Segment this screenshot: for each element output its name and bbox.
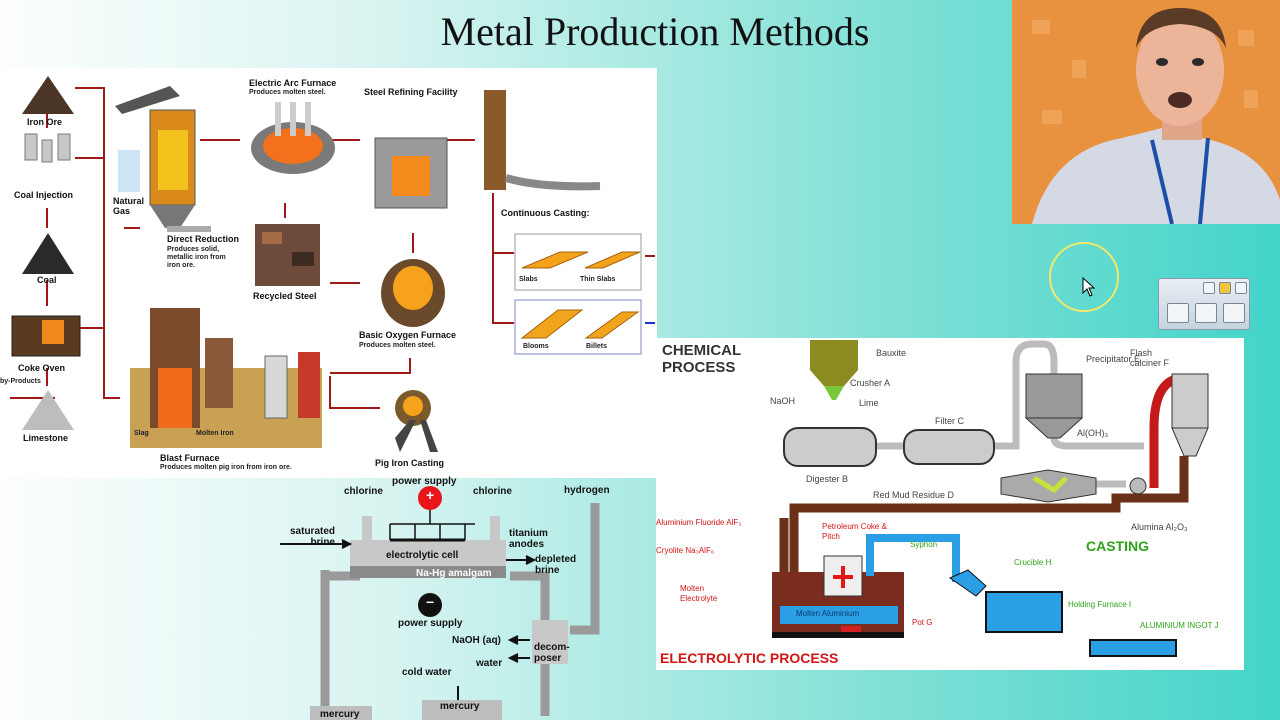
label-molten-aluminium: Molten Aluminium	[796, 609, 860, 618]
label-water: water	[476, 658, 503, 669]
minus-sign: −	[426, 594, 435, 610]
label-by-products: by-Products	[0, 378, 41, 385]
label-naoh: NaOH (aq)	[452, 635, 501, 646]
toolbar-view3-icon[interactable]	[1223, 303, 1245, 323]
label-bof-desc: Produces molten steel.	[359, 342, 436, 349]
label-natural-gas: Natural Gas	[113, 196, 145, 216]
label-slag: Slag	[134, 430, 149, 437]
cell-diagram-graphics	[280, 486, 600, 720]
label-cold-water: cold water	[402, 667, 452, 678]
aluminium-production-diagram: CHEMICAL PROCESS Bauxite Crusher A NaOH …	[656, 338, 1244, 670]
label-red-mud: Red Mud Residue D	[873, 490, 955, 500]
label-holding-furnace: Holding Furnace I	[1068, 600, 1132, 609]
label-blast-furnace: Blast Furnace	[160, 453, 220, 463]
label-pig-iron-casting: Pig Iron Casting	[375, 458, 445, 468]
label-direct-reduction-desc: Produces solid, metallic iron from iron …	[167, 246, 226, 269]
label-crusher: Crusher A	[850, 378, 891, 388]
toolbar-view2-icon[interactable]	[1195, 303, 1217, 323]
steel-diagram-graphics	[10, 76, 655, 452]
toolbar-close-icon[interactable]	[1235, 282, 1247, 294]
label-decomposer: decom- poser	[534, 642, 570, 664]
label-iron-ore: Iron Ore	[27, 117, 63, 127]
label-continuous-casting: Continuous Casting:	[501, 208, 590, 218]
label-limestone: Limestone	[23, 433, 69, 443]
label-direct-reduction: Direct Reduction	[167, 234, 240, 244]
label-blooms: Blooms	[523, 343, 549, 350]
toolbar-grid-icon[interactable]	[1203, 282, 1215, 294]
label-pot: Pot G	[912, 618, 933, 627]
label-depleted-brine: depleted brine	[535, 554, 577, 576]
label-mercury-right: mercury	[440, 701, 480, 712]
steel-production-diagram: Iron Ore Coal Injection Coal Coke Oven b…	[0, 68, 657, 478]
label-mercury-left: mercury	[320, 709, 360, 720]
label-billets: Billets	[586, 343, 608, 350]
label-casting: CASTING	[1086, 538, 1149, 554]
label-crucible: Crucible H	[1014, 558, 1052, 567]
label-titanium-anodes: titanium anodes	[509, 528, 548, 550]
label-chlorine-right: chlorine	[473, 486, 512, 497]
toolbar-up-icon[interactable]	[1219, 282, 1231, 294]
label-slabs: Slabs	[519, 276, 538, 283]
label-electrolytic-cell: electrolytic cell	[386, 550, 459, 561]
plus-sign: +	[426, 487, 435, 503]
label-aluminium-fluoride: Aluminium Fluoride AlF₃	[656, 518, 742, 527]
label-hydrogen: hydrogen	[564, 485, 610, 496]
label-alumina: Alumina Al₂O₃	[1131, 522, 1188, 532]
label-saturated-brine: saturated brine	[290, 526, 336, 548]
label-blast-furnace-desc: Produces molten pig iron from iron ore.	[160, 464, 292, 471]
label-electric-arc: Electric Arc Furnace	[249, 78, 337, 88]
label-digester: Digester B	[806, 474, 849, 484]
label-coal: Coal	[37, 275, 57, 285]
label-syphon: Syphon	[910, 540, 938, 549]
presentation-mini-toolbar[interactable]	[1158, 278, 1250, 330]
label-aloh3: Al(OH)₃	[1077, 428, 1109, 438]
label-bauxite: Bauxite	[876, 348, 907, 358]
label-power-supply-bottom: power supply	[398, 618, 463, 629]
label-naoh-al: NaOH	[770, 396, 796, 406]
label-molten-electrolyte: Molten Electrolyte	[680, 584, 718, 603]
label-cryolite: Cryolite Na₃AlF₆	[656, 546, 715, 555]
slide-title: Metal Production Methods	[440, 9, 870, 54]
label-chlorine-left: chlorine	[344, 486, 383, 497]
label-flash-calciner: Flash calciner F	[1130, 348, 1170, 368]
label-molten-iron: Molten Iron	[196, 430, 234, 437]
webcam-video-feed	[1012, 0, 1280, 224]
label-chemical-process: CHEMICAL PROCESS	[662, 342, 741, 376]
label-coal-injection: Coal Injection	[14, 190, 74, 200]
label-coke-oven: Coke Oven	[18, 363, 66, 373]
label-electric-arc-desc: Produces molten steel.	[249, 89, 326, 96]
cursor-arrow-icon	[1082, 277, 1096, 297]
label-ingot: ALUMINIUM INGOT J	[1140, 621, 1219, 630]
label-steel-refining: Steel Refining Facility	[364, 87, 458, 97]
label-recycled-steel: Recycled Steel	[253, 291, 317, 301]
label-amalgam: Na-Hg amalgam	[416, 568, 492, 579]
aluminium-diagram-graphics	[772, 340, 1209, 657]
label-petroleum-coke: Petroleum Coke & Pitch	[822, 522, 887, 541]
label-bof: Basic Oxygen Furnace	[359, 330, 457, 340]
cursor-highlight	[1049, 242, 1119, 312]
label-lime: Lime	[859, 398, 879, 408]
iron-ore-pile	[22, 76, 74, 114]
label-electrolytic-process: ELECTROLYTIC PROCESS	[660, 650, 839, 666]
label-power-supply-top: power supply	[392, 476, 457, 487]
toolbar-view1-icon[interactable]	[1167, 303, 1189, 323]
electrolytic-cell-diagram: + − power supply chlorine chlorine hydro…	[280, 476, 658, 720]
presenter-image	[1012, 0, 1280, 224]
label-filter: Filter C	[935, 416, 964, 426]
label-thin-slabs: Thin Slabs	[580, 276, 616, 283]
label-precipitator: Precipitator E	[1086, 354, 1141, 364]
